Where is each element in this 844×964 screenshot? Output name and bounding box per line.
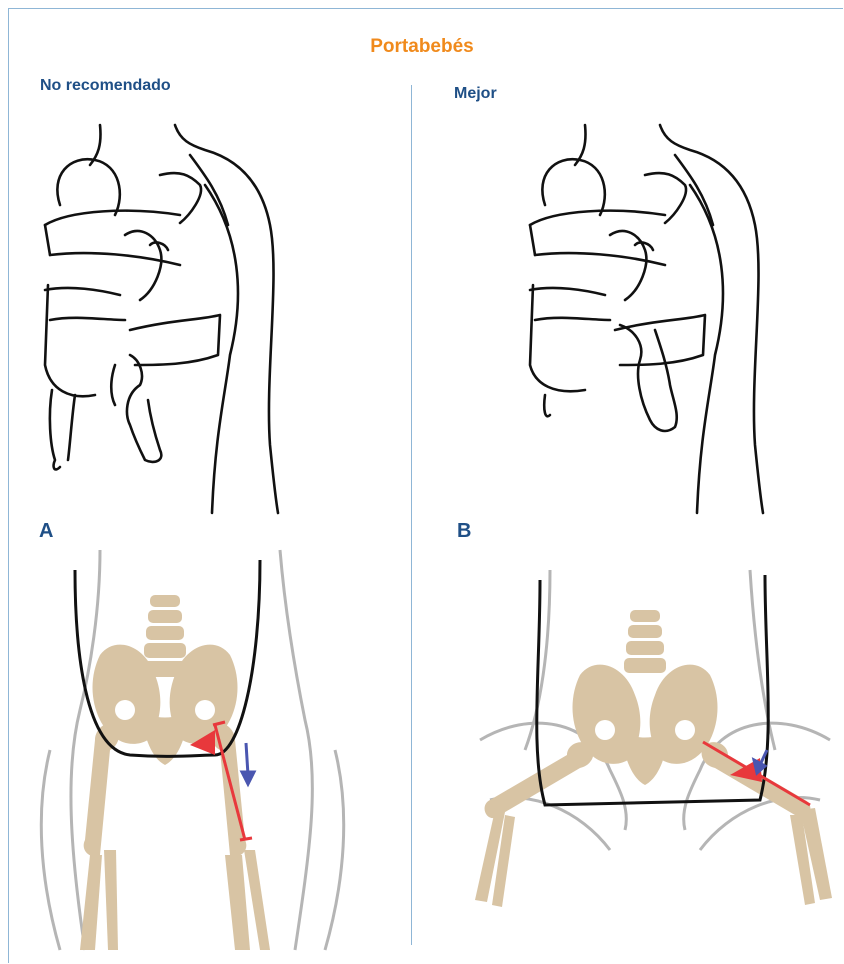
label-better: Mejor [454,85,497,103]
label-not-recommended: No recomendado [40,77,171,95]
carrier-illustration-not-recommended [30,115,390,515]
hip-diagram-b [470,570,840,950]
hip-diagram-a [30,550,380,950]
label-letter-a: A [39,520,53,543]
column-divider [411,85,412,945]
carrier-illustration-better [515,115,835,515]
label-letter-b: B [457,520,471,543]
figure-title: Portabebés [0,36,844,58]
